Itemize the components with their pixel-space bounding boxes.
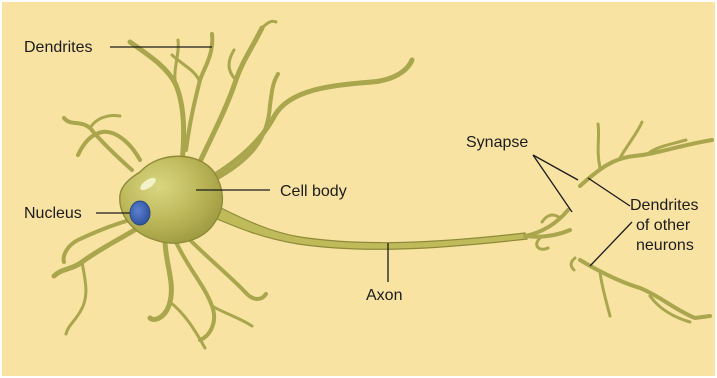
label-dendrites: Dendrites — [24, 39, 92, 56]
label-dendrites-other-line2: of other — [636, 217, 691, 234]
nucleus-shape — [130, 201, 150, 225]
label-nucleus: Nucleus — [24, 205, 82, 222]
label-cell-body: Cell body — [280, 183, 347, 200]
label-axon: Axon — [366, 287, 402, 304]
label-synapse: Synapse — [466, 134, 528, 151]
label-dendrites-other-line1: Dendrites — [630, 197, 698, 214]
label-dendrites-other-line3: neurons — [636, 237, 694, 254]
